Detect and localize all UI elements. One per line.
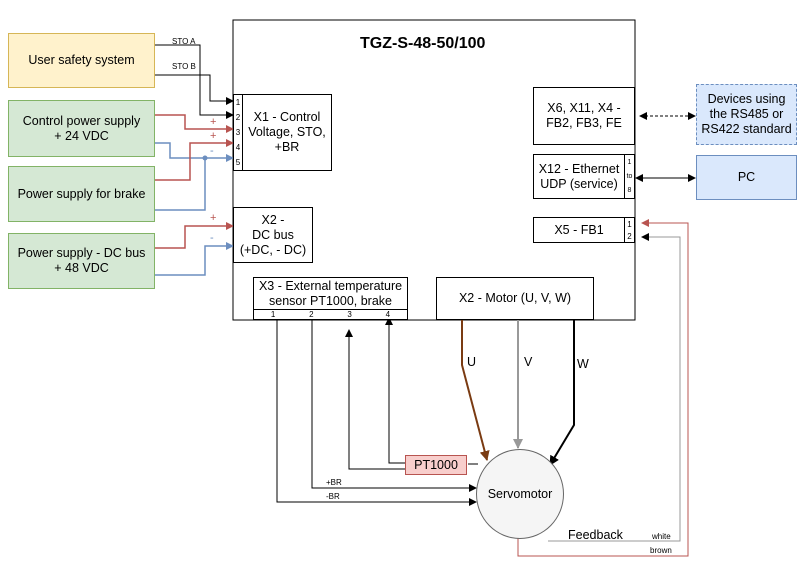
brown-wire-label: brown [650, 546, 672, 555]
servomotor-label: Servomotor [487, 486, 553, 501]
x1-connector: X1 - Control Voltage, STO, +BR [242, 94, 332, 171]
user-safety-label: User safety system [28, 53, 135, 67]
x3-pin-1: 1 [270, 310, 276, 319]
pt1000-label: PT1000 [414, 457, 458, 472]
x3-label: X3 - External temperature sensor PT1000,… [258, 278, 403, 308]
x1-pin-2: 2 [235, 113, 241, 122]
servomotor: Servomotor [476, 449, 564, 539]
user-safety-system: User safety system [8, 33, 155, 88]
dc-plus-sign: + [210, 212, 217, 224]
pt1000-sensor: PT1000 [405, 455, 467, 475]
x6-label: X6, X11, X4 - FB2, FB3, FE [546, 101, 622, 130]
supply-minus-sign: - [210, 145, 214, 157]
phase-v-label: V [524, 355, 533, 369]
x2-dc-bus-label: X2 - DC bus (+DC, - DC) [239, 212, 307, 257]
x5-pin-1: 1 [627, 219, 632, 229]
feedback-label: Feedback [568, 528, 623, 542]
x12-pin-to: to [626, 172, 633, 180]
minus-br-label: -BR [326, 492, 340, 501]
x5-label: X5 - FB1 [554, 222, 604, 237]
dc-bus-power-supply: Power supply - DC bus + 48 VDC [8, 233, 155, 289]
x1-pin-3: 3 [235, 128, 241, 137]
control-power-supply-label: Control power supply + 24 VDC [22, 113, 141, 143]
x2-motor-connector: X2 - Motor (U, V, W) [436, 277, 594, 320]
drive-title: TGZ-S-48-50/100 [360, 35, 486, 52]
x5-pins: 1 2 [624, 217, 635, 243]
control-plus-sign: + [210, 116, 217, 128]
x2-motor-label: X2 - Motor (U, V, W) [458, 291, 572, 305]
rs485-devices: Devices using the RS485 or RS422 standar… [696, 84, 797, 145]
dc-minus-sign: - [210, 232, 214, 244]
x5-pin-2: 2 [627, 231, 632, 241]
x3-pin-3: 3 [347, 310, 352, 319]
phase-w-label: W [577, 357, 589, 371]
brake-plus-sign: + [210, 130, 217, 142]
brake-power-supply-label: Power supply for brake [17, 186, 146, 201]
x6-connector: X6, X11, X4 - FB2, FB3, FE [533, 87, 635, 145]
x12-pin-1: 1 [627, 158, 632, 166]
x12-pin-8: 8 [627, 187, 632, 195]
rs485-devices-label: Devices using the RS485 or RS422 standar… [701, 92, 792, 136]
sto-b-label: STO B [172, 62, 196, 71]
plus-br-label: +BR [326, 478, 342, 487]
x12-pins: 1 to 8 [624, 154, 635, 199]
brake-power-supply: Power supply for brake [8, 166, 155, 222]
x1-label: X1 - Control Voltage, STO, +BR [248, 110, 326, 154]
x5-connector: X5 - FB1 [533, 217, 625, 243]
control-power-supply: Control power supply + 24 VDC [8, 100, 155, 157]
pc-label: PC [737, 170, 756, 184]
x3-connector: X3 - External temperature sensor PT1000,… [253, 277, 408, 310]
x3-pins: 1 2 3 4 [253, 309, 408, 320]
x3-pin-4: 4 [385, 310, 391, 319]
dc-bus-power-supply-label: Power supply - DC bus + 48 VDC [17, 246, 146, 275]
x1-pin-5: 5 [235, 158, 241, 167]
x1-pin-4: 4 [235, 143, 241, 152]
white-wire-label: white [652, 532, 671, 541]
sto-a-label: STO A [172, 37, 196, 46]
x2-dc-bus-connector: X2 - DC bus (+DC, - DC) [233, 207, 313, 263]
x3-pin-2: 2 [309, 310, 314, 319]
x12-connector: X12 - Ethernet UDP (service) [533, 154, 625, 199]
x1-pin-1: 1 [235, 98, 241, 107]
phase-u-label: U [467, 355, 477, 369]
pc-box: PC [696, 155, 797, 200]
x12-label: X12 - Ethernet UDP (service) [538, 161, 620, 191]
